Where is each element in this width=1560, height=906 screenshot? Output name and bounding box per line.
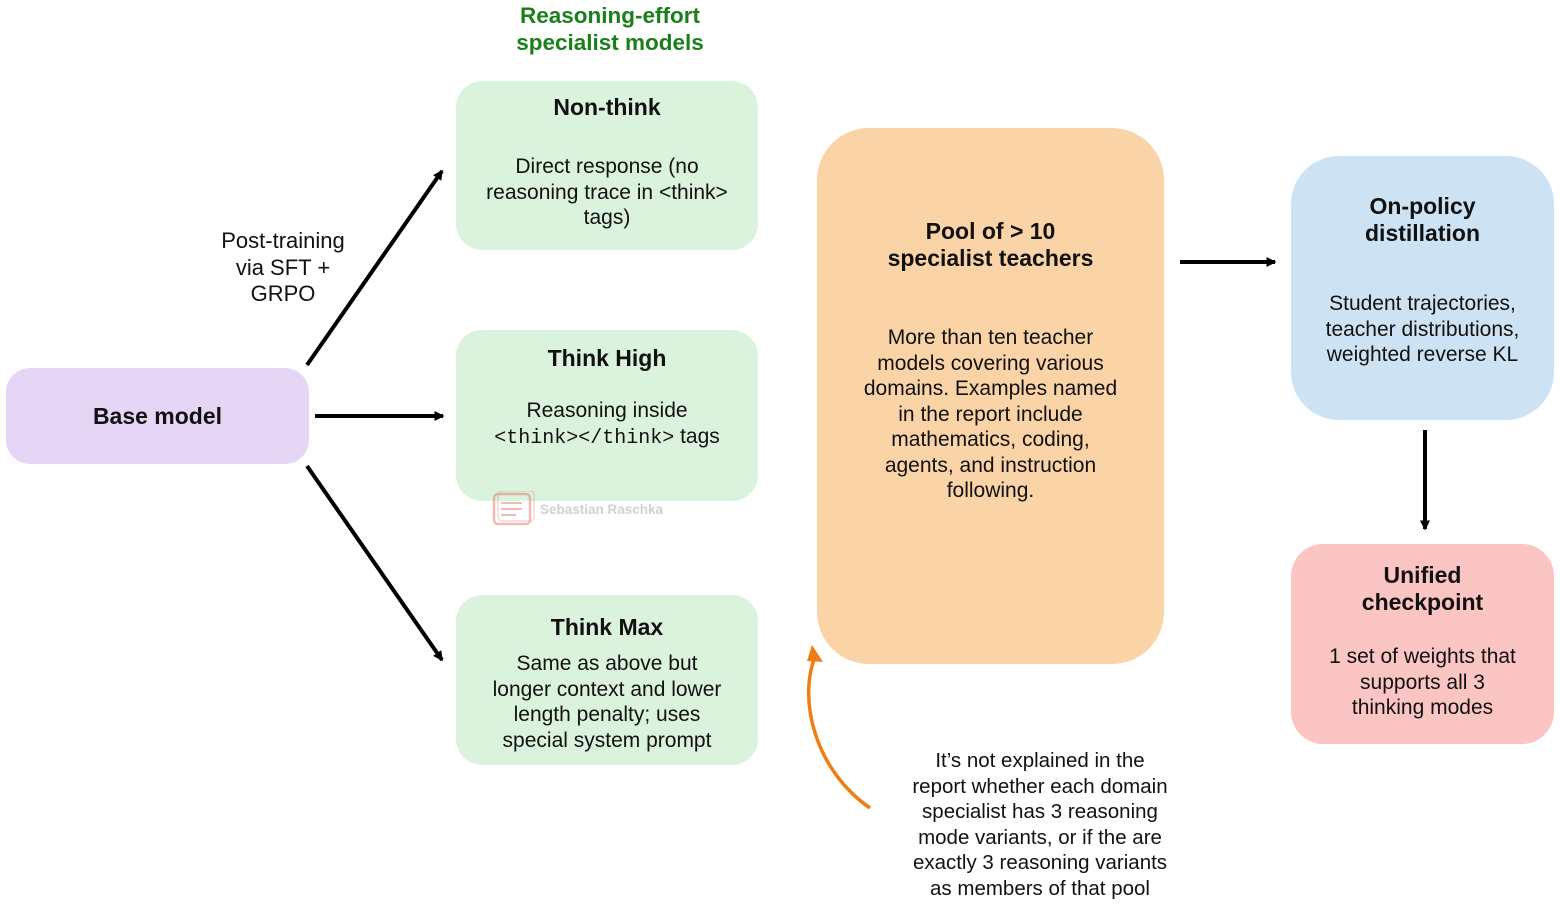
pool-line: following.: [946, 479, 1035, 502]
pool-description: More than ten teacher models covering va…: [864, 325, 1117, 504]
pool-line: domains. Examples named: [863, 377, 1118, 400]
footnote-line: report whether each domain: [912, 774, 1168, 798]
think-high-title: Think High: [547, 345, 667, 371]
think-max-title: Think Max: [550, 614, 664, 640]
watermark-text: Sebastian Raschka: [540, 501, 664, 517]
think-high-line-1: Reasoning inside: [526, 399, 688, 422]
footnote-line: exactly 3 reasoning variants: [912, 851, 1168, 874]
specialist-models-heading: Reasoning-effort specialist models: [470, 2, 750, 56]
heading-line-2: specialist models: [516, 30, 704, 55]
non-think-node: Non-think Direct response (no reasoning …: [456, 81, 758, 250]
non-think-line-2: reasoning trace in <think>: [486, 180, 728, 204]
distillation-node: On-policy distillation Student trajector…: [1291, 156, 1554, 420]
pool-line: in the report include: [898, 402, 1083, 426]
distillation-description: Student trajectories, teacher distributi…: [1326, 291, 1520, 368]
pool-line: models covering various: [877, 351, 1104, 375]
footnote-line: as members of that pool: [930, 876, 1150, 900]
footnote-line: mode variants, or if the are: [918, 825, 1162, 849]
think-high-line-2: <think></think> tags: [494, 424, 720, 452]
watermark: Sebastian Raschka: [492, 491, 663, 527]
distillation-line: Student trajectories,: [1329, 292, 1516, 315]
raschka-logo-icon: [492, 491, 535, 526]
footnote-line: specialist has 3 reasoning: [922, 800, 1158, 823]
post-training-line-2: via SFT +: [235, 254, 331, 280]
non-think-description: Direct response (no reasoning trace in <…: [486, 154, 728, 231]
non-think-line-3: tags): [583, 206, 631, 229]
unified-line: supports all 3: [1360, 670, 1485, 694]
think-high-node: Think High Reasoning inside <think></thi…: [456, 330, 758, 501]
distillation-title-line-1: On-policy: [1369, 193, 1476, 219]
unified-line: 1 set of weights that: [1329, 645, 1516, 668]
base-model-title: Base model: [92, 402, 223, 429]
pool-title-line-1: Pool of > 10: [925, 218, 1056, 244]
think-max-node: Think Max Same as above but longer conte…: [456, 595, 758, 765]
arrow-base-to-nonthink: [305, 169, 444, 367]
arrow-base-to-thinkmax: [305, 464, 444, 662]
base-model-node: Base model: [6, 368, 309, 464]
heading-line-1: Reasoning-effort: [520, 3, 700, 28]
think-tags-code: <think></think>: [494, 426, 675, 450]
arrow-note-to-pool: [807, 656, 871, 810]
unified-title-line-1: Unified: [1383, 562, 1462, 588]
distillation-line: teacher distributions,: [1325, 317, 1520, 341]
non-think-line-1: Direct response (no: [515, 155, 699, 178]
think-max-line-4: special system prompt: [502, 728, 712, 752]
non-think-title: Non-think: [553, 94, 661, 120]
pool-line: mathematics, coding,: [891, 428, 1090, 451]
post-training-line-3: GRPO: [250, 281, 316, 306]
arrow-note-to-pool-head: [807, 645, 823, 662]
pool-title-line-2: specialist teachers: [887, 245, 1094, 271]
think-high-description: Reasoning inside <think></think> tags: [494, 398, 720, 451]
unified-checkpoint-node: Unified checkpoint 1 set of weights that…: [1291, 544, 1554, 744]
pool-line: agents, and instruction: [884, 453, 1097, 477]
think-max-line-1: Same as above but: [516, 652, 698, 675]
teacher-pool-node: Pool of > 10 specialist teachers More th…: [817, 128, 1164, 664]
think-max-line-3: length penalty; uses: [513, 703, 701, 726]
distillation-title-line-2: distillation: [1365, 220, 1480, 246]
pool-line: More than ten teacher: [887, 326, 1094, 349]
unified-title-line-2: checkpoint: [1361, 589, 1484, 615]
pool-footnote: It’s not explained in the report whether…: [870, 748, 1210, 901]
think-max-description: Same as above but longer context and low…: [493, 651, 722, 753]
distillation-line: weighted reverse KL: [1326, 343, 1519, 366]
post-training-line-1: Post-training: [221, 228, 345, 253]
footnote-line: It’s not explained in the: [935, 749, 1145, 772]
think-high-suffix: tags: [674, 424, 720, 448]
unified-description: 1 set of weights that supports all 3 thi…: [1329, 644, 1516, 721]
post-training-label: Post-training via SFT + GRPO: [198, 228, 368, 308]
think-max-line-2: longer context and lower: [492, 677, 722, 701]
unified-line: thinking modes: [1351, 696, 1494, 719]
